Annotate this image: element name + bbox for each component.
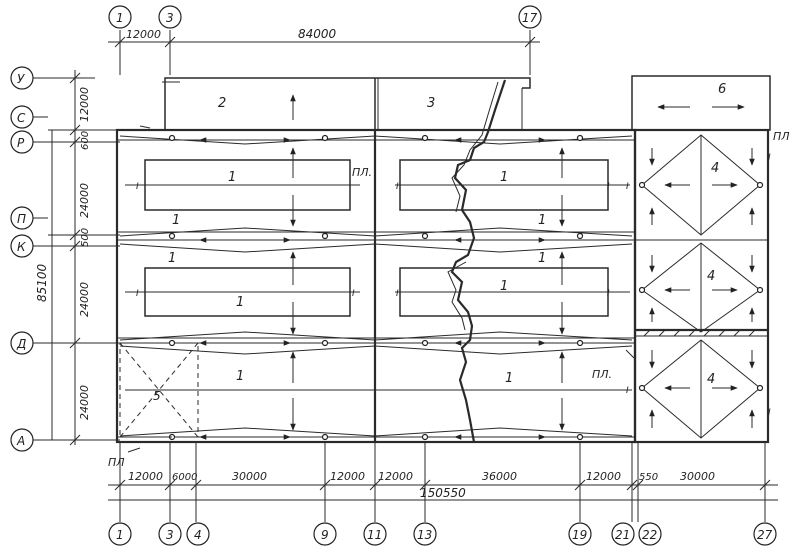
bottom-dimension-chain: 12000 6000 30000 12000 12000 36000 12000…: [108, 442, 778, 522]
bottom-axis-27: 27: [757, 528, 773, 542]
bottom-axis-19: 19: [572, 528, 587, 542]
break-line: [447, 79, 507, 443]
left-dim-500: 500: [80, 228, 91, 247]
top-axis-3: 3: [166, 11, 174, 25]
bottom-dim-30000-b: 30000: [680, 470, 715, 483]
zone-5: 5: [119, 342, 199, 438]
bottom-axis-21: 21: [615, 528, 630, 542]
annex-zone-6: 6: [631, 75, 771, 131]
zone-4-label-a: 4: [711, 161, 719, 176]
left-dim-600: 600: [80, 131, 91, 150]
row-axis-d: Д: [16, 337, 26, 351]
bottom-axis-4: 4: [194, 528, 202, 542]
svg-text:I: I: [626, 182, 629, 192]
row-axis-p: П: [17, 212, 26, 226]
slope-arrows: [290, 147, 565, 431]
svg-text:I: I: [768, 408, 771, 418]
left-dim-24000-c: 24000: [78, 385, 91, 420]
svg-text:I: I: [626, 386, 629, 396]
svg-text:I: I: [607, 182, 610, 192]
svg-text:I: I: [136, 289, 139, 299]
zone-1-label-d: 1: [538, 213, 546, 228]
bottom-dim-30000-a: 30000: [232, 470, 267, 483]
zone-1-label-j: 1: [505, 371, 513, 386]
bottom-dim-12000-d: 12000: [586, 470, 621, 483]
bottom-axis-13: 13: [417, 528, 432, 542]
pl-label-bottom-left: ПЛ: [108, 456, 125, 469]
bottom-axis-markers: 1 3 4 9 11 13 19 21 22 27: [108, 522, 777, 546]
zone-1-labels: 1 1 1 1 1 1 1 1 1 1: [168, 170, 546, 386]
bottom-axis-3: 3: [166, 528, 174, 542]
zone-1-label-f: 1: [538, 251, 546, 266]
total-height-85100: 85100: [35, 263, 49, 302]
bottom-axis-11: 11: [367, 528, 382, 542]
pl-markers: ПЛ ПЛ. ПЛ. ПЛ I I I I I I I I I I I: [108, 125, 790, 469]
bottom-dim-6000: 6000: [172, 472, 197, 483]
svg-text:I: I: [136, 182, 139, 192]
bottom-dim-36000: 36000: [482, 470, 517, 483]
bottom-dim-550: 550: [639, 472, 658, 483]
row-axis-u: У: [17, 72, 25, 86]
pl-label-top-right: ПЛ: [773, 130, 790, 143]
row-axis-s: С: [17, 111, 26, 125]
bottom-dim-12000-b: 12000: [330, 470, 365, 483]
top-axis-1: 1: [116, 11, 124, 25]
svg-text:I: I: [396, 182, 399, 192]
left-dimension-chain: 12000 600 24000 500 24000 24000 85100: [35, 70, 120, 446]
zone-1-label-b: 1: [500, 170, 508, 185]
row-axis-k: К: [17, 240, 26, 254]
bottom-dim-12000-a: 12000: [128, 470, 163, 483]
drainage-lines: [119, 135, 633, 440]
zone-4-label-b: 4: [707, 269, 715, 284]
top-dimension-chain: 12000 84000: [108, 27, 540, 75]
pl-label-right: ПЛ.: [592, 368, 612, 381]
row-axis-a: А: [16, 434, 25, 448]
bottom-dim-12000-c: 12000: [378, 470, 413, 483]
zone-3-label: 3: [427, 96, 435, 111]
zone-1-label-e: 1: [168, 251, 176, 266]
svg-text:I: I: [396, 289, 399, 299]
zone-1-label-c: 1: [172, 213, 180, 228]
row-axis-r: Р: [17, 136, 25, 150]
zone-6-label: 6: [718, 82, 726, 97]
roof-lanterns: [125, 159, 632, 391]
zone-1-label-a: 1: [228, 170, 236, 185]
top-dim-84000: 84000: [298, 27, 337, 41]
svg-text:I: I: [768, 153, 771, 163]
bottom-axis-1: 1: [116, 528, 124, 542]
bottom-axis-9: 9: [321, 528, 329, 542]
total-length-150550: 150550: [420, 486, 466, 500]
zone-1-label-g: 1: [236, 295, 244, 310]
left-dim-24000-a: 24000: [78, 183, 91, 218]
zone-2-label: 2: [218, 96, 226, 111]
zone-1-label-i: 1: [236, 369, 244, 384]
row-axis-markers: У С Р П К Д А: [10, 66, 48, 452]
zone-4-block: 4 4 4: [633, 128, 770, 444]
svg-text:I: I: [607, 289, 610, 299]
left-dim-24000-b: 24000: [78, 282, 91, 317]
top-dim-12000: 12000: [126, 28, 161, 41]
main-building-outline: [115, 128, 637, 444]
pl-label-mid: ПЛ.: [352, 166, 372, 179]
left-dim-12000: 12000: [78, 87, 91, 122]
top-axis-markers: 1 3 17: [108, 5, 542, 29]
zone-4-label-c: 4: [707, 372, 715, 387]
svg-text:I: I: [352, 289, 355, 299]
bottom-axis-22: 22: [642, 528, 657, 542]
zone-1-label-h: 1: [500, 279, 508, 294]
zone-5-label: 5: [153, 389, 161, 403]
annex-zone-2-3: 2 3: [162, 77, 531, 130]
top-axis-17: 17: [522, 11, 538, 25]
